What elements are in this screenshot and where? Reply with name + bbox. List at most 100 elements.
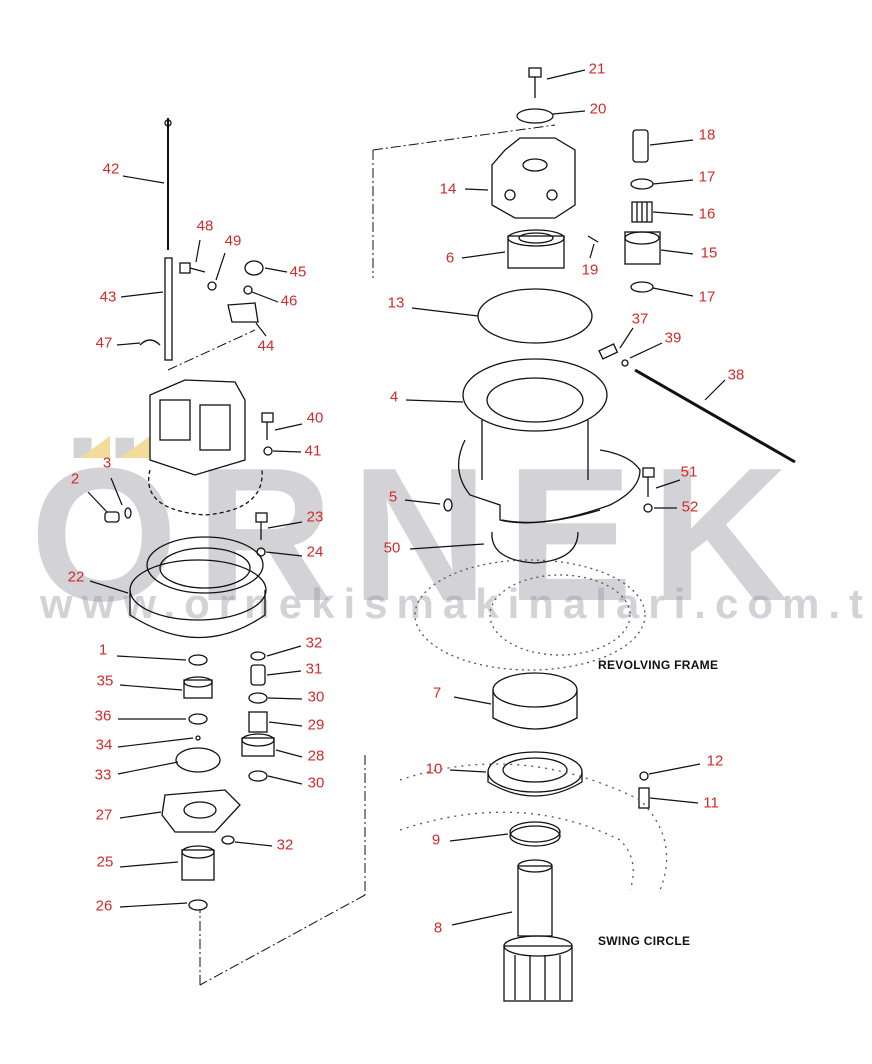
part-17-washer-lower [630, 281, 654, 293]
part-47-clamp [139, 339, 161, 346]
callout-14: 14 [439, 180, 457, 198]
callout-13: 13 [387, 294, 405, 312]
part-14-carrier [491, 137, 576, 219]
part-39-plug [621, 359, 629, 367]
part-46-washer [243, 285, 253, 295]
callout-46: 46 [280, 292, 298, 310]
part-32-washer [250, 651, 266, 661]
part-23-bolt [255, 512, 268, 540]
part-15-planet-gear [624, 231, 661, 265]
callout-42: 42 [102, 160, 120, 178]
swing-motor [148, 379, 263, 516]
part-44-bracket [227, 302, 259, 323]
part-6-bearing [507, 229, 565, 269]
part-26-washer [188, 899, 208, 911]
part-12-washer [639, 771, 649, 781]
revolving-frame-label: REVOLVING FRAME [598, 658, 719, 672]
part-24-washer [256, 547, 266, 557]
part-2-plug [104, 511, 120, 523]
part-1-o-ring [188, 654, 208, 666]
callout-32b: 32 [276, 836, 294, 854]
callout-25: 25 [96, 853, 114, 871]
part-43-gauge-pipe [164, 257, 173, 361]
part-50-o-ring [491, 531, 579, 564]
callout-44: 44 [257, 337, 275, 355]
part-10-retainer [487, 751, 583, 797]
part-52-washer [643, 503, 653, 513]
callout-5: 5 [388, 488, 398, 506]
part-51-bolt [642, 467, 655, 497]
part-48-bolt [179, 262, 206, 274]
callout-40: 40 [306, 409, 324, 427]
callout-17b: 17 [698, 288, 716, 306]
callout-2: 2 [70, 470, 80, 488]
callout-48: 48 [196, 217, 214, 235]
callout-49: 49 [224, 232, 242, 250]
part-22-ring-gear [129, 536, 267, 639]
callout-47: 47 [95, 334, 113, 352]
part-42-dipstick [164, 118, 172, 250]
callout-32: 32 [305, 634, 323, 652]
callout-30: 30 [307, 688, 325, 706]
callout-52: 52 [681, 498, 699, 516]
part-20-plate [516, 108, 554, 124]
part-16-needle-bearing [631, 201, 653, 223]
callout-28: 28 [307, 747, 325, 765]
part-34-ball [195, 735, 201, 741]
callout-37: 37 [631, 310, 649, 328]
part-45-nut [244, 260, 264, 276]
part-4-housing [458, 358, 641, 524]
watermark-brand: ÖRNEK [30, 429, 807, 641]
callout-7: 7 [432, 684, 442, 702]
callout-6: 6 [445, 249, 455, 267]
callout-36: 36 [94, 707, 112, 725]
part-41-washer [263, 446, 273, 456]
callout-41: 41 [304, 442, 322, 460]
callout-30b: 30 [307, 774, 325, 792]
part-19-pin [587, 235, 599, 243]
callout-3: 3 [102, 454, 112, 472]
callout-38: 38 [727, 366, 745, 384]
callout-11: 11 [703, 794, 719, 812]
part-36-washer [188, 713, 208, 725]
part-9-oil-seal [509, 821, 561, 847]
callout-50: 50 [383, 539, 401, 557]
part-7-swing-gear [492, 672, 578, 730]
part-8-pinion-shaft [503, 859, 573, 1002]
revolving-frame-outline [414, 559, 646, 671]
callout-31: 31 [305, 660, 323, 678]
callout-4: 4 [389, 388, 399, 406]
swing-circle-outline [399, 763, 668, 891]
part-30-washer-lower [248, 770, 268, 782]
part-31-pin [250, 664, 266, 686]
leader-lines [87, 69, 726, 926]
callout-45: 45 [289, 263, 307, 281]
callout-33: 33 [94, 766, 112, 784]
part-25-gear [181, 845, 215, 881]
part-29-needle-bearing [248, 711, 268, 733]
part-21-bolt [528, 67, 542, 98]
callout-34: 34 [95, 736, 113, 754]
part-40-bolt [261, 412, 274, 440]
part-11-bolt [638, 787, 650, 809]
swing-circle-label: SWING CIRCLE [598, 934, 691, 948]
callout-21: 21 [588, 60, 606, 78]
callout-17: 17 [698, 168, 716, 186]
callout-43: 43 [99, 288, 117, 306]
callout-22: 22 [67, 568, 85, 586]
callout-1: 1 [98, 641, 108, 659]
part-27-carrier [161, 789, 241, 833]
callout-15: 15 [700, 244, 718, 262]
part-18-pin [632, 129, 649, 163]
callout-16: 16 [698, 205, 716, 223]
part-17-washer [630, 178, 654, 190]
part-33-plate [175, 747, 221, 773]
callout-19: 19 [581, 261, 599, 279]
part-3-o-ring [124, 507, 132, 519]
callout-23: 23 [306, 508, 324, 526]
part-32-washer-lower [221, 835, 235, 845]
watermark-url: www.ornekismakinalari.com.tr [40, 580, 872, 627]
callout-10: 10 [425, 760, 443, 778]
